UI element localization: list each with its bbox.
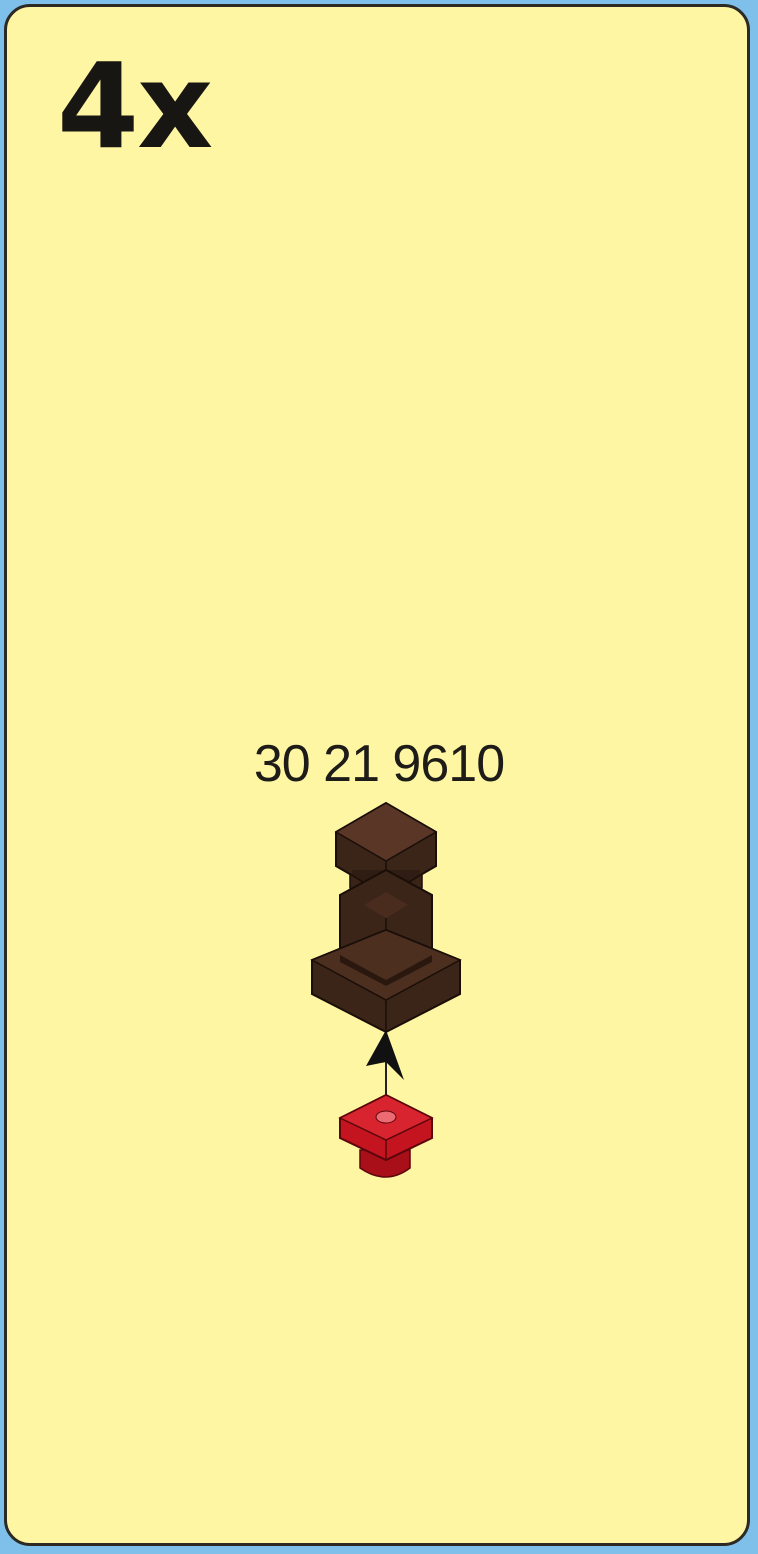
red-round-plate (340, 1095, 432, 1177)
brown-pillar-brick (312, 803, 460, 1032)
